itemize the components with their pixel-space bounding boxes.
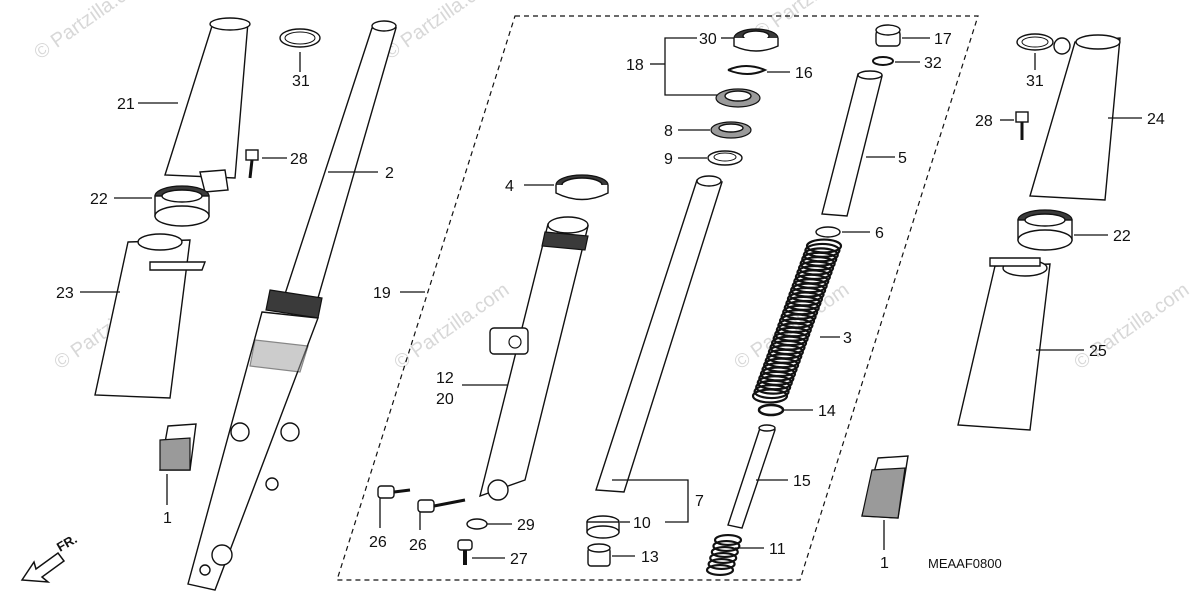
rebound-spring-part[interactable] [705, 533, 743, 577]
bottom-case-right-part[interactable] [479, 216, 589, 501]
fork-piston-part[interactable] [727, 424, 776, 529]
piston-ring-part[interactable] [757, 403, 785, 417]
assembly-frame [336, 15, 979, 581]
spring-coil [751, 388, 789, 404]
callout-15: 15 [793, 473, 811, 490]
callout-32: 32 [924, 55, 942, 72]
lower-fork-cover-r-part[interactable] [957, 257, 1051, 431]
fork-pipe-part[interactable] [821, 70, 883, 217]
callout-4: 4 [505, 178, 514, 195]
fork-pipe-bush-set-part[interactable] [595, 175, 723, 493]
spring-seat-part[interactable] [815, 226, 841, 238]
leader-lines [80, 37, 1142, 559]
lower-fork-cover-l-part[interactable] [94, 233, 207, 399]
callout-19: 19 [373, 285, 391, 302]
oil-seal-set-part[interactable] [715, 88, 761, 108]
stopper-ring-part[interactable] [727, 65, 768, 75]
sealing-washer-part[interactable] [466, 518, 488, 530]
callout-26-a: 26 [369, 534, 387, 551]
callout-27: 27 [510, 551, 528, 568]
spring-coil [753, 384, 790, 400]
diagram-code: MEAAF0800 [928, 556, 1002, 571]
callout-22-left: 22 [90, 191, 108, 208]
callout-28-right: 28 [975, 113, 993, 130]
callout-26-b: 26 [409, 537, 427, 554]
callout-18: 18 [626, 57, 644, 74]
callout-2: 2 [385, 165, 394, 182]
upper-fork-cover-left-part[interactable] [159, 423, 197, 471]
callout-12: 12 [436, 370, 454, 387]
front-direction-arrow: FR. [20, 531, 80, 583]
cover-ring-left-part[interactable] [279, 28, 321, 48]
callout-1-right: 1 [880, 555, 889, 572]
callout-24: 24 [1147, 111, 1165, 128]
slide-bush-part[interactable] [586, 515, 620, 539]
callout-22-right: 22 [1113, 228, 1131, 245]
callout-31-right: 31 [1026, 73, 1044, 90]
flange-bolt-right-part[interactable] [1015, 111, 1029, 140]
fork-seat-left-part[interactable] [154, 185, 210, 227]
callout-28-left: 28 [290, 151, 308, 168]
callout-21: 21 [117, 96, 135, 113]
callout-5: 5 [898, 150, 907, 167]
callout-1-left: 1 [163, 510, 172, 527]
spring-coil [707, 557, 736, 571]
o-ring-part[interactable] [872, 56, 894, 66]
watermark-text: © Partzilla.com [380, 0, 503, 64]
watermark-text: © Partzilla.com [390, 279, 513, 374]
spring-coil [710, 545, 739, 559]
dust-seal-top-part[interactable] [733, 28, 779, 52]
callout-20: 20 [436, 391, 454, 408]
spring-coil [755, 379, 792, 395]
spring-coil [705, 563, 735, 577]
upper-fork-cover-l-part[interactable] [164, 17, 251, 193]
callout-13: 13 [641, 549, 659, 566]
callout-14: 14 [818, 403, 836, 420]
callout-9: 9 [664, 151, 673, 168]
spring-coil [712, 539, 741, 553]
dust-seal-part[interactable] [555, 174, 609, 201]
direction-label: FR. [54, 531, 80, 554]
upper-fork-cover-right-part[interactable] [861, 455, 909, 519]
callout-30: 30 [699, 31, 717, 48]
socket-bolt-a-part[interactable] [377, 485, 411, 499]
drain-bolt-part[interactable] [457, 539, 473, 565]
callout-3: 3 [843, 330, 852, 347]
fork-assembly-left-part[interactable] [187, 20, 397, 591]
callout-11: 11 [769, 541, 786, 558]
callout-29: 29 [517, 517, 535, 534]
spring-coil [713, 533, 743, 547]
cover-ring-right-part[interactable] [1016, 33, 1054, 51]
callout-25: 25 [1089, 343, 1107, 360]
callout-labels: 31 21 28 22 23 1 2 19 4 12 20 26 26 29 2… [56, 31, 1165, 572]
socket-bolt-b-part[interactable] [417, 498, 466, 513]
fork-bolt-part[interactable] [875, 24, 901, 47]
flange-bolt-left-part[interactable] [245, 149, 259, 179]
fork-spring-part[interactable] [751, 238, 843, 404]
callout-10: 10 [633, 515, 651, 532]
upper-fork-cover-r-part[interactable] [1029, 34, 1121, 201]
callout-16: 16 [795, 65, 813, 82]
fork-seat-right-part[interactable] [1017, 209, 1073, 251]
callout-8: 8 [664, 123, 673, 140]
callout-23: 23 [56, 285, 74, 302]
callout-6: 6 [875, 225, 884, 242]
watermark-text: © Partzilla.com [30, 0, 153, 64]
oil-seal-back-up-ring-part[interactable] [710, 121, 752, 139]
guide-bush-part[interactable] [707, 150, 743, 166]
spring-coil [709, 551, 738, 565]
oil-lock-piece-part[interactable] [587, 543, 611, 567]
callout-17: 17 [934, 31, 952, 48]
callout-7: 7 [695, 493, 704, 510]
callout-31-left: 31 [292, 73, 310, 90]
